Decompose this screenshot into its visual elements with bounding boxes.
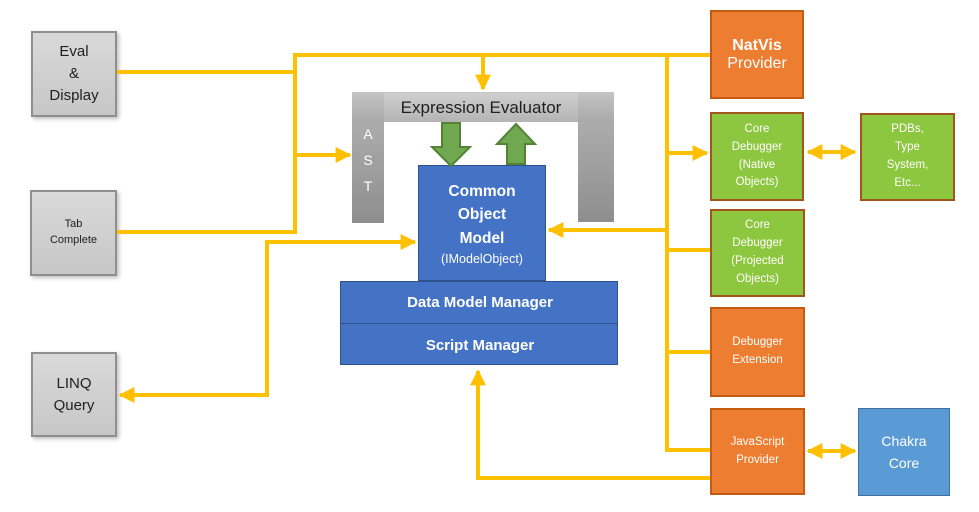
node-debugger-extension: Debugger Extension (710, 307, 805, 397)
node-core-debugger-native: Core Debugger (Native Objects) (710, 112, 804, 201)
natvis-title: NatVis (732, 36, 782, 54)
green-up-arrow (494, 122, 538, 165)
node-linq-query: LINQ Query (31, 352, 117, 437)
node-javascript-provider: JavaScript Provider (710, 408, 805, 495)
node-expression-evaluator: Expression Evaluator (384, 93, 578, 122)
node-eval-display: Eval & Display (31, 31, 117, 117)
com-subtitle: (IModelObject) (441, 251, 523, 266)
com-title: Common Object Model (448, 183, 516, 247)
green-down-arrow (429, 122, 473, 168)
node-tab-complete: Tab Complete (30, 190, 117, 276)
node-common-object-model: Common Object Model (IModelObject) (418, 165, 546, 281)
edge-tabcomplete-trunk-natvis (117, 53, 710, 234)
node-data-model-manager: Data Model Manager (407, 294, 553, 311)
node-natvis-provider: NatVis Provider (710, 10, 804, 99)
manager-divider (341, 323, 617, 324)
node-script-manager: Script Manager (425, 336, 535, 354)
natvis-subtitle: Provider (727, 54, 787, 72)
edge-jsprovider-scriptmanager-arrow (470, 369, 710, 480)
node-core-debugger-projected: Core Debugger (Projected Objects) (710, 209, 805, 297)
edge-right-trunk-jsprovider (665, 55, 710, 452)
node-chakra-core: Chakra Core (858, 408, 950, 496)
node-pdbs-type-system: PDBs, Type System, Etc... (860, 113, 955, 201)
manager-stack: Data Model Manager Script Manager (340, 281, 618, 365)
